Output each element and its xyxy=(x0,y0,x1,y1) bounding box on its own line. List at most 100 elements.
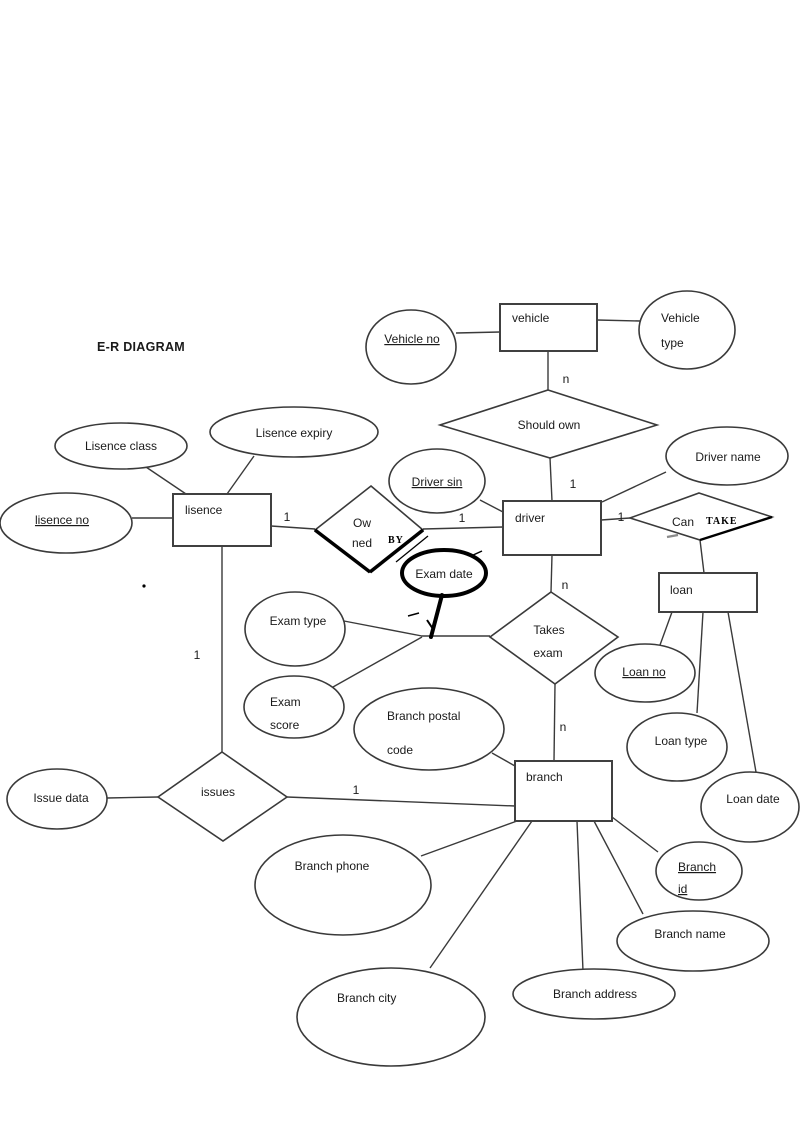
connector-issuedata-issues xyxy=(106,796,159,799)
connector-branch-branchid xyxy=(611,816,659,853)
attribute-lisence-expiry xyxy=(209,406,379,458)
entity-branch-label: branch xyxy=(526,770,563,784)
text-layer: E-R DIAGRAM vehicle lisence driver loan … xyxy=(33,311,780,1005)
connector-branch-branchname xyxy=(593,820,644,915)
attribute-branch-address xyxy=(512,968,676,1020)
connector-vehicle-vehicletype xyxy=(596,319,641,322)
attribute-exam-score-label-line1: Exam xyxy=(270,695,301,709)
exam-date-line-barb xyxy=(426,619,434,630)
attribute-driver-sin-label: Driver sin xyxy=(412,475,463,489)
entity-shapes xyxy=(172,303,758,822)
connector-vehicleno-vehicle xyxy=(455,331,501,334)
relationship-takes-exam-label-line1: Takes xyxy=(533,623,564,637)
connector-branchpostal-branch xyxy=(491,752,516,767)
attribute-driver-name xyxy=(665,426,789,486)
relationship-takes-exam xyxy=(488,591,620,685)
entity-loan-label: loan xyxy=(670,583,693,597)
connector-loan-loandate xyxy=(727,611,757,773)
connector-driver-can xyxy=(600,517,631,521)
attribute-exam-date-label: Exam date xyxy=(415,567,473,581)
connector-loan-loantype xyxy=(696,611,704,714)
owned-diamond-pen-slip xyxy=(395,535,429,563)
cardinality-driver-takesexam: n xyxy=(562,578,569,592)
connector-examtype-junction xyxy=(343,620,423,637)
cardinality-issues-branch: 1 xyxy=(353,783,360,797)
stray-mark-dot xyxy=(142,584,146,588)
attribute-loan-type xyxy=(626,712,728,782)
relationship-should-own xyxy=(437,389,660,459)
attribute-exam-score-label-line2: score xyxy=(270,718,300,732)
connector-can-loan xyxy=(699,539,705,574)
connector-branch-branchcity xyxy=(429,820,533,969)
entity-lisence xyxy=(172,493,272,547)
connector-shouldown-driver xyxy=(549,457,553,502)
connectors xyxy=(106,319,757,972)
connector-owned-driver xyxy=(422,526,504,530)
attribute-vehicle-type-label-line1: Vehicle xyxy=(661,311,700,325)
attribute-exam-score xyxy=(243,675,345,739)
connector-lisenceclass-lisence xyxy=(142,464,187,495)
attribute-driver-sin xyxy=(388,448,486,514)
attribute-branch-id-label-line1: Branch xyxy=(678,860,716,874)
attribute-lisence-class-label: Lisence class xyxy=(85,439,157,453)
stray-mark-dash-1 xyxy=(470,550,483,557)
connector-takesexam-branch xyxy=(553,683,556,762)
stray-mark-smudge xyxy=(666,533,679,539)
relationship-owned-label-line1: Ow xyxy=(353,516,371,530)
connector-issues-branch xyxy=(286,796,516,807)
attribute-lisence-class xyxy=(54,422,188,470)
attribute-branch-postal-label-line1: Branch postal xyxy=(387,709,460,723)
connector-driver-takesexam xyxy=(550,554,553,593)
attribute-branch-postal-label-line2: code xyxy=(387,743,413,757)
connector-drivername-driver xyxy=(601,471,667,503)
attribute-lisence-no xyxy=(0,492,133,554)
cardinality-takesexam-branch: n xyxy=(560,720,567,734)
attribute-shapes xyxy=(0,290,800,1067)
connector-branch-branchphone xyxy=(420,820,518,857)
relationship-owned-by-annotation: BY xyxy=(388,535,404,546)
entity-loan xyxy=(658,572,758,613)
cardinality-owned-driver: 1 xyxy=(459,511,466,525)
attribute-branch-postal-code xyxy=(353,687,505,771)
can-diamond-thick-edge xyxy=(699,515,773,542)
handwritten-overlay xyxy=(142,515,773,639)
relationship-takes-exam-label-line2: exam xyxy=(533,646,562,660)
attribute-branch-id xyxy=(655,841,743,901)
attribute-loan-no xyxy=(594,643,696,703)
attribute-branch-name xyxy=(616,910,770,972)
connector-lisence-owned xyxy=(270,525,316,530)
cardinality-lisence-owned: 1 xyxy=(284,510,291,524)
cardinality-vehicle-shouldown: n xyxy=(563,372,570,386)
owned-diamond-thick-edge-left xyxy=(313,528,372,574)
attribute-exam-type xyxy=(244,591,346,667)
entity-driver xyxy=(502,500,602,556)
attribute-issue-data xyxy=(6,768,108,830)
connector-branch-branchaddress xyxy=(576,820,584,972)
attribute-branch-id-label-line2: id xyxy=(678,882,687,896)
attribute-vehicle-no-label: Vehicle no xyxy=(384,332,440,346)
connector-loan-loanno xyxy=(659,611,673,646)
attribute-branch-phone xyxy=(254,834,432,936)
relationship-owned-label-line2: ned xyxy=(352,536,372,550)
attribute-vehicle-type-label-line2: type xyxy=(661,336,684,350)
attribute-exam-type-label: Exam type xyxy=(270,614,327,628)
entity-driver-label: driver xyxy=(515,511,545,525)
entity-branch xyxy=(514,760,613,822)
relationship-can-label: Can xyxy=(672,515,694,529)
attribute-lisence-no-label: lisence no xyxy=(35,513,89,527)
connector-examscore-junction xyxy=(332,636,423,688)
cardinality-lisence-issues: 1 xyxy=(194,648,201,662)
page-title: E-R DIAGRAM xyxy=(97,340,185,354)
entity-lisence-label: lisence xyxy=(185,503,223,517)
attribute-loan-date-label: Loan date xyxy=(726,792,780,806)
entity-vehicle-label: vehicle xyxy=(512,311,550,325)
cardinality-driver-can: 1 xyxy=(618,510,625,524)
relationship-issues xyxy=(156,751,289,842)
attribute-vehicle-type xyxy=(638,290,736,370)
attribute-loan-type-label: Loan type xyxy=(655,734,708,748)
attribute-branch-address-label: Branch address xyxy=(553,987,637,1001)
attribute-branch-city xyxy=(296,967,486,1067)
attribute-vehicle-no xyxy=(365,309,457,385)
relationship-can-take-annotation: TAKE xyxy=(706,516,738,527)
